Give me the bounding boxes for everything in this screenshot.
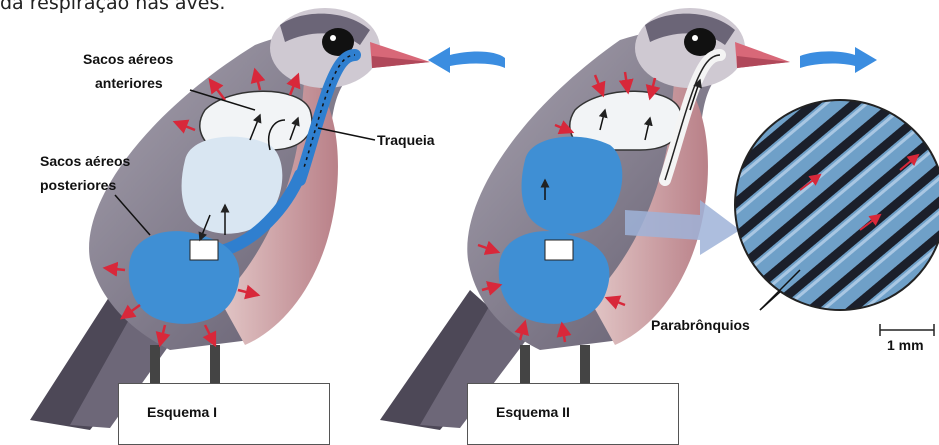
diagram: da respiração nas aves. bbox=[0, 0, 939, 436]
parabronchi-zoom bbox=[735, 100, 939, 310]
scheme-2-label: Esquema II bbox=[496, 404, 570, 420]
label-posterior-sacs-line2: posteriores bbox=[40, 177, 116, 193]
exhale-arrow bbox=[800, 47, 877, 73]
label-anterior-sacs-line2: anteriores bbox=[95, 75, 163, 91]
label-posterior-sacs-line1: Sacos aéreos bbox=[40, 153, 130, 169]
inhale-arrow bbox=[428, 47, 505, 73]
label-parabronchi: Parabrônquios bbox=[651, 317, 750, 333]
diagram-canvas: Sacos aéreos anteriores Sacos aéreos pos… bbox=[0, 0, 939, 436]
scale-bar bbox=[880, 324, 934, 336]
scheme-1-label: Esquema I bbox=[147, 404, 217, 420]
label-scale-bar: 1 mm bbox=[887, 337, 924, 353]
label-trachea: Traqueia bbox=[377, 132, 435, 148]
label-anterior-sacs-line1: Sacos aéreos bbox=[83, 51, 173, 67]
bird-scheme-2 bbox=[380, 8, 790, 430]
bird-scheme-1 bbox=[30, 8, 430, 430]
